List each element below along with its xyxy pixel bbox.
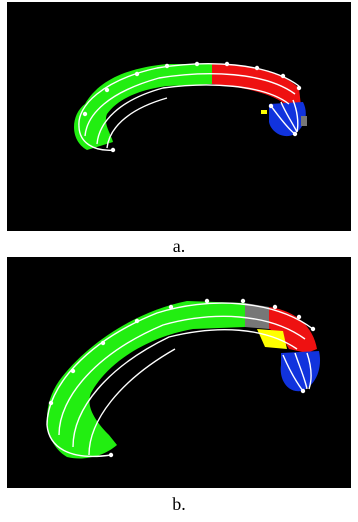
panel-a-image: [7, 2, 351, 231]
panel-b-svg: [46, 298, 321, 459]
panel-b-structure: [46, 298, 321, 459]
panel-b-red-region: [269, 307, 317, 353]
panel-a-svg: [74, 61, 307, 153]
panel-b-image: [7, 257, 351, 488]
panel-a-mesh: [78, 63, 300, 151]
panel-a-nodes: [82, 61, 302, 153]
panel-a-gray-region: [301, 116, 307, 126]
panel-b-green-region: [47, 301, 245, 459]
panel-b-nodes: [48, 298, 316, 458]
panel-a-yellow-region: [261, 110, 267, 114]
panel-a-blue-region: [269, 102, 306, 137]
panel-b-blue-region: [280, 351, 321, 392]
panel-a-structure: [74, 61, 307, 153]
panel-b-caption: b.: [172, 494, 186, 514]
panel-b-mesh: [46, 302, 314, 457]
panel-a-caption: a.: [172, 236, 186, 256]
panel-b-gray-region: [245, 303, 269, 329]
panel-b-yellow-region: [257, 329, 287, 349]
